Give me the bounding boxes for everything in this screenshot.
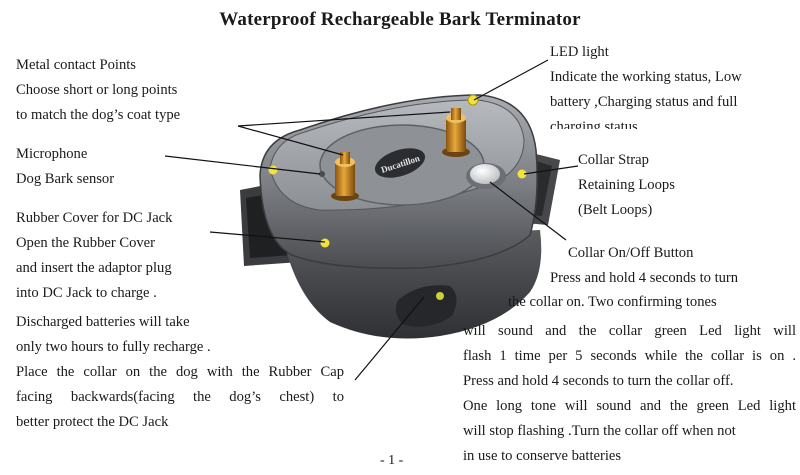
metal-contact-point-icon: [442, 108, 470, 157]
callout-line: Place the collar on the dog with the Rub…: [16, 364, 344, 380]
callout-line: to match the dog’s coat type: [16, 107, 181, 123]
dc-jack-screw-icon: [436, 292, 444, 300]
callout-line: Discharged batteries will take: [16, 314, 190, 330]
callout-line: (Belt Loops): [578, 202, 653, 218]
page-title: Waterproof Rechargeable Bark Terminator: [219, 9, 581, 30]
callout-line: flash 1 time per 5 seconds while the col…: [463, 348, 796, 364]
callout-rubber-cover: Rubber Cover for DC Jack Open the Rubber…: [16, 206, 172, 306]
brand-logo-oval: [374, 148, 426, 178]
callout-metal-contact-points: Metal contact Points Choose short or lon…: [16, 53, 180, 128]
callout-placement: Place the collar on the dog with the Rub…: [16, 360, 344, 435]
callout-line: charging status: [550, 119, 638, 129]
callout-line: Microphone: [16, 146, 88, 162]
callout-line: Retaining Loops: [578, 177, 675, 193]
callout-line: into DC Jack to charge .: [16, 285, 157, 301]
callout-line: Open the Rubber Cover: [16, 235, 156, 251]
callout-line: Press and hold 4 seconds to turn: [550, 270, 739, 286]
callout-line: LED light: [550, 44, 609, 60]
callout-line: facing backwards(facing the dog’s chest)…: [16, 389, 344, 405]
callout-collar-strap: Collar Strap Retaining Loops (Belt Loops…: [578, 148, 675, 223]
callout-on-off-body: will sound and the collar green Led ligh…: [463, 319, 796, 469]
callout-line: will stop flashing .Turn the collar off …: [463, 423, 736, 439]
callout-line: One long tone will sound and the green L…: [463, 398, 796, 414]
microphone-hole-icon: [319, 171, 325, 177]
callout-line: Choose short or long points: [16, 82, 178, 98]
callout-line: Metal contact Points: [16, 57, 136, 73]
corner-screw-icon: [320, 238, 330, 248]
callout-line: will sound and the collar green Led ligh…: [463, 323, 796, 339]
callout-line: only two hours to fully recharge .: [16, 339, 211, 355]
callout-on-off-line: the collar on. Two confirming tones: [508, 290, 717, 315]
metal-contact-point-icon: [331, 152, 359, 201]
page-number: - 1 -: [380, 453, 404, 468]
callout-line: Press and hold 4 seconds to turn the col…: [463, 373, 734, 389]
callout-on-off-line: Press and hold 4 seconds to turn: [550, 266, 738, 291]
callout-line: Indicate the working status, Low: [550, 69, 742, 85]
callout-charge-time: Discharged batteries will take only two …: [16, 310, 211, 360]
callout-line: in use to conserve batteries: [463, 448, 622, 464]
callout-line: Collar Strap: [578, 152, 649, 168]
callout-line: Dog Bark sensor: [16, 171, 115, 187]
callout-led-light: LED light Indicate the working status, L…: [550, 40, 742, 129]
callout-microphone: Microphone Dog Bark sensor: [16, 142, 114, 192]
led-indicator-icon: [467, 94, 479, 106]
callout-line: and insert the adaptor plug: [16, 260, 172, 276]
callout-on-off-title: Collar On/Off Button: [568, 241, 693, 266]
callout-line: Rubber Cover for DC Jack: [16, 210, 173, 226]
corner-screw-icon: [517, 169, 527, 179]
callout-line: the collar on. Two confirming tones: [508, 294, 717, 310]
callout-line: battery ,Charging status and full: [550, 94, 738, 110]
callout-line: Collar On/Off Button: [568, 245, 694, 261]
callout-line: better protect the DC Jack: [16, 414, 169, 430]
on-off-button-icon: [466, 163, 506, 189]
